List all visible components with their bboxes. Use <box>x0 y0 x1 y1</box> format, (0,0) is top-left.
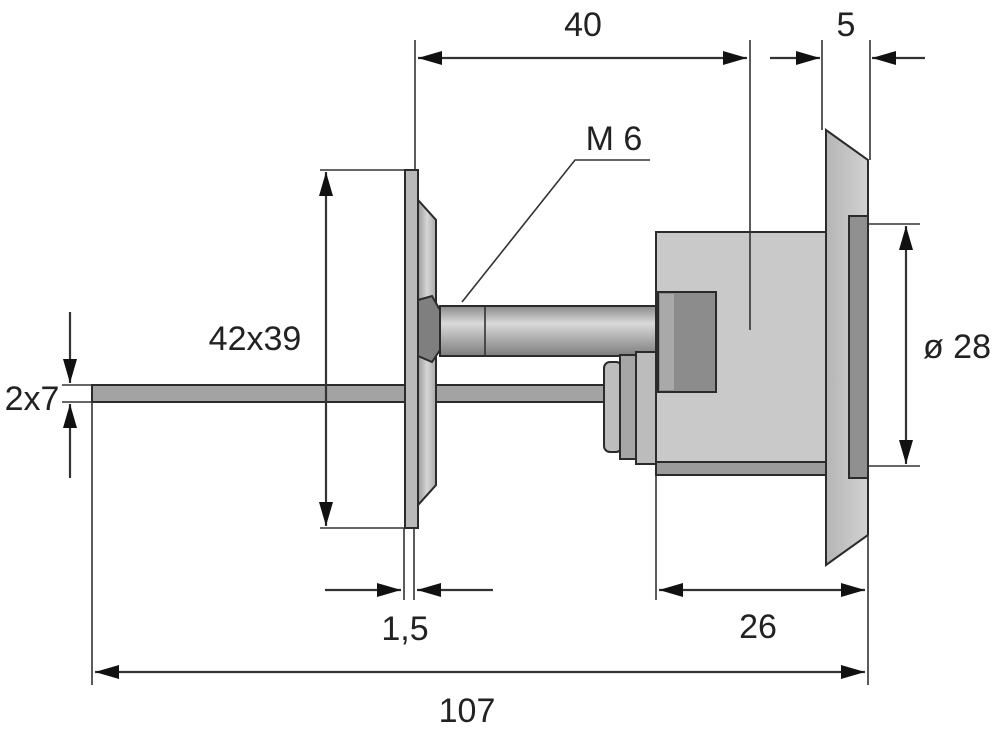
dim-label-26: 26 <box>739 608 777 646</box>
dim-label-1-5: 1,5 <box>381 610 428 648</box>
dim-label-42x39: 42x39 <box>209 320 302 358</box>
cam-collars <box>603 351 657 465</box>
bolt-shank <box>439 305 666 357</box>
leader-m6: M 6 <box>461 120 650 303</box>
dimension-dia-28: ø 28 <box>868 223 991 467</box>
dim-label-107: 107 <box>439 692 496 730</box>
cam-bar <box>91 384 618 403</box>
screw-head <box>417 294 441 364</box>
lock-assembly <box>91 128 869 567</box>
dim-label-40: 40 <box>564 6 602 44</box>
dimension-42x39: 42x39 <box>209 169 404 529</box>
dim-label-m6: M 6 <box>586 120 643 158</box>
dimension-107: 107 <box>91 402 865 730</box>
dimension-26: 26 <box>655 476 869 685</box>
dimension-2x7: 2x7 <box>5 312 92 478</box>
dim-label-5: 5 <box>837 6 856 44</box>
dimension-1-5: 1,5 <box>325 528 493 648</box>
dimension-5: 5 <box>770 6 925 160</box>
dim-label-dia-28: ø 28 <box>923 328 991 366</box>
dim-label-2x7: 2x7 <box>5 380 60 418</box>
dimension-40: 40 <box>414 6 751 330</box>
